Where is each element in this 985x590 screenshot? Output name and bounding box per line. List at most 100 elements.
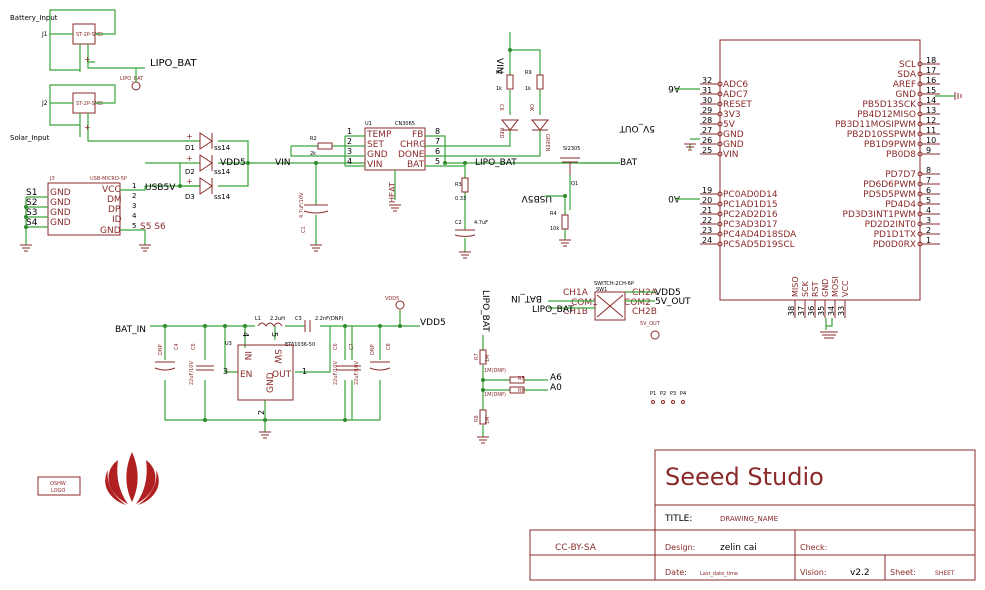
usb-gnd2-icon — [139, 244, 151, 252]
svg-text:8: 8 — [435, 127, 440, 136]
c1-cap: C1 4.7uF/10V — [299, 161, 329, 252]
lipo-bat-testpoint — [131, 81, 141, 91]
svg-text:34: 34 — [827, 306, 836, 316]
svg-text:GND: GND — [266, 372, 276, 393]
svg-text:31: 31 — [702, 86, 712, 95]
r1-resistor — [506, 74, 514, 90]
svg-text:1M(DNP): 1M(DNP) — [484, 368, 506, 374]
svg-text:1k: 1k — [525, 86, 531, 92]
svg-text:R5: R5 — [518, 376, 525, 382]
usb-s4: S4 — [26, 218, 38, 228]
boost-ground-icon — [259, 431, 271, 439]
svg-text:+: + — [84, 55, 91, 64]
v5out-left-net: 5V_OUT — [619, 123, 655, 133]
c4-dnp-cap — [154, 361, 176, 371]
svg-text:2: 2 — [257, 410, 266, 415]
r8-resistor — [479, 409, 487, 425]
diode-d3: D3 ss14 — [185, 177, 231, 201]
red-led — [500, 119, 520, 131]
svg-text:Date:: Date: — [665, 568, 687, 577]
divider-block: LIPO_BAT 1M(DNP) 1M(DNP) R5 R6 R7 R8 1M … — [474, 290, 562, 444]
svg-text:OSHW: OSHW — [50, 481, 66, 487]
svg-text:TEMP: TEMP — [366, 130, 392, 140]
svg-text:BAT: BAT — [407, 160, 425, 170]
mosfet-block: SI2305 BAT Q1 USB5V R4 10k R3 0.33 C2 4.… — [454, 146, 638, 259]
svg-text:17: 17 — [926, 66, 936, 75]
svg-text:P1: P1 — [650, 391, 656, 397]
svg-text:1k: 1k — [496, 86, 502, 92]
mcu-right-pin: GND — [895, 90, 916, 100]
svg-text:C5: C5 — [191, 343, 197, 350]
title-block: Seeed Studio TITLE: DRAWING_NAME CC-BY-S… — [529, 449, 976, 581]
svg-text:+: + — [84, 123, 91, 132]
j1-wires — [49, 9, 116, 71]
usb-s3: S3 — [26, 208, 37, 218]
svg-text:Design:: Design: — [665, 543, 695, 552]
oshw-logo: OSHW LOGO — [37, 476, 81, 496]
test-pads: P1 P2 P3 P4 — [650, 391, 686, 404]
mcu-right-pin: SCL — [899, 60, 916, 70]
mcu-right-pin: PB4D12MISO — [857, 110, 916, 120]
j1-part: ST-2P-SMD — [76, 32, 103, 38]
svg-text:25: 25 — [702, 146, 712, 155]
svg-text:8: 8 — [926, 166, 931, 175]
solar-input-label: Solar_Input — [10, 134, 50, 142]
svg-text:C3: C3 — [295, 316, 302, 322]
r3-resistor — [461, 177, 469, 193]
mcu-left-pin: PC2AD2D16 — [723, 210, 778, 220]
svg-text:4.7uF: 4.7uF — [474, 220, 488, 226]
svg-text:C6: C6 — [333, 343, 339, 350]
svg-text:TITLE:: TITLE: — [664, 514, 692, 524]
svg-text:R4: R4 — [550, 211, 557, 217]
svg-text:2.2uH: 2.2uH — [270, 316, 285, 322]
svg-text:EN: EN — [240, 370, 252, 380]
mcu-right-pin: PD5D5PWM — [863, 190, 916, 200]
usb-ground-icon — [20, 244, 32, 252]
mcu-bottom-pin: VCC — [841, 280, 850, 297]
svg-text:2: 2 — [347, 137, 352, 146]
c1-ref: C1 — [301, 226, 307, 233]
svg-text:0.33: 0.33 — [455, 196, 466, 202]
svg-text:1: 1 — [132, 182, 136, 190]
svg-text:15: 15 — [926, 86, 936, 95]
bat-in-net: BAT_IN — [115, 325, 146, 335]
svg-text:DNP: DNP — [158, 344, 164, 355]
r7-resistor — [479, 349, 487, 365]
svg-text:GREEN: GREEN — [544, 134, 550, 152]
svg-text:10k: 10k — [550, 226, 559, 232]
svg-text:1M: 1M — [485, 417, 491, 425]
seeed-logo-icon — [105, 452, 159, 505]
bat-in-sw-net: BAT_IN — [511, 293, 542, 303]
mcu-gnd-right-icon — [954, 92, 962, 100]
svg-text:19: 19 — [702, 186, 712, 195]
svg-text:C7: C7 — [349, 343, 355, 350]
svg-text:23: 23 — [702, 226, 712, 235]
vdd5-sw-net: VDD5 — [655, 288, 681, 298]
svg-text:C4: C4 — [174, 343, 180, 350]
vin-net-vertical: VIN — [494, 58, 504, 74]
mcu-left-pin: GND — [723, 130, 744, 140]
svg-text:DNP: DNP — [370, 344, 376, 355]
svg-text:29: 29 — [702, 106, 712, 115]
u1-ref: U1 — [365, 121, 372, 127]
svg-text:4: 4 — [926, 206, 931, 215]
mcu-right-pin: PD7D7 — [885, 170, 916, 180]
lipo-bat-test-label: LIPO_BAT — [120, 76, 144, 82]
j2-wires — [49, 84, 116, 126]
svg-text:1M: 1M — [485, 355, 491, 363]
d1-value: ss14 — [214, 144, 231, 152]
j3-ref: J3 — [49, 176, 55, 182]
usb-extra-shield: S5 S6 — [140, 222, 166, 232]
diode-d1: D1 ss14 — [185, 132, 231, 152]
svg-text:LOGO: LOGO — [51, 488, 65, 494]
svg-text:P2: P2 — [660, 391, 666, 397]
mcu-module — [719, 39, 921, 301]
svg-text:13: 13 — [926, 106, 936, 115]
c3-cap — [304, 320, 311, 332]
svg-text:C2: C2 — [455, 220, 462, 226]
r6-resistor — [509, 386, 525, 394]
usb-s4-pin: GND — [50, 218, 71, 228]
svg-text:24: 24 — [702, 236, 712, 245]
svg-text:28: 28 — [702, 116, 712, 125]
svg-text:+: + — [186, 154, 193, 163]
